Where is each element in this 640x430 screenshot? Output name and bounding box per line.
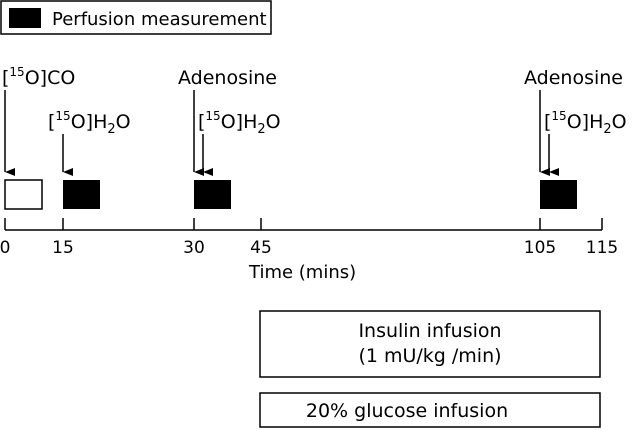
- tracer-water-label-3: [15O]H2O: [544, 109, 627, 137]
- tick-label: 45: [250, 238, 272, 258]
- time-axis: 0 15 30 45 105 115 Time (mins): [0, 218, 618, 283]
- adenosine-label-1: Adenosine: [178, 67, 277, 89]
- glucose-infusion-label: 20% glucose infusion: [306, 400, 508, 422]
- tick-label: 0: [0, 238, 10, 258]
- glucose-infusion-frame: [259, 392, 601, 428]
- adenosine-label-2: Adenosine: [524, 67, 623, 89]
- tracer-water-label-1: [15O]H2O: [48, 109, 131, 137]
- tracer-co-label: [15O]CO: [2, 65, 75, 89]
- perfusion-box-3: [540, 180, 577, 209]
- tracer-water-label-2: [15O]H2O: [198, 109, 281, 137]
- insulin-infusion-rate: (1 mU/kg /min): [358, 345, 501, 367]
- insulin-infusion-box: Insulin infusion (1 mU/kg /min): [259, 310, 601, 378]
- legend-frame: [0, 0, 272, 35]
- insulin-infusion-label: Insulin infusion: [358, 320, 501, 342]
- insulin-infusion-frame: [259, 310, 601, 378]
- tick-label: 15: [52, 238, 74, 258]
- tick-label: 105: [524, 238, 556, 258]
- legend: Perfusion measurement: [0, 0, 272, 35]
- tick-label: 30: [183, 238, 205, 258]
- tick-label: 115: [586, 238, 618, 258]
- perfusion-box-1: [63, 180, 100, 209]
- axis-title: Time (mins): [248, 262, 356, 283]
- perfusion-box-2: [194, 180, 231, 209]
- legend-label: Perfusion measurement: [52, 9, 267, 30]
- legend-swatch: [9, 8, 41, 28]
- co-scan-box: [4, 179, 43, 210]
- glucose-infusion-box: 20% glucose infusion: [259, 392, 601, 428]
